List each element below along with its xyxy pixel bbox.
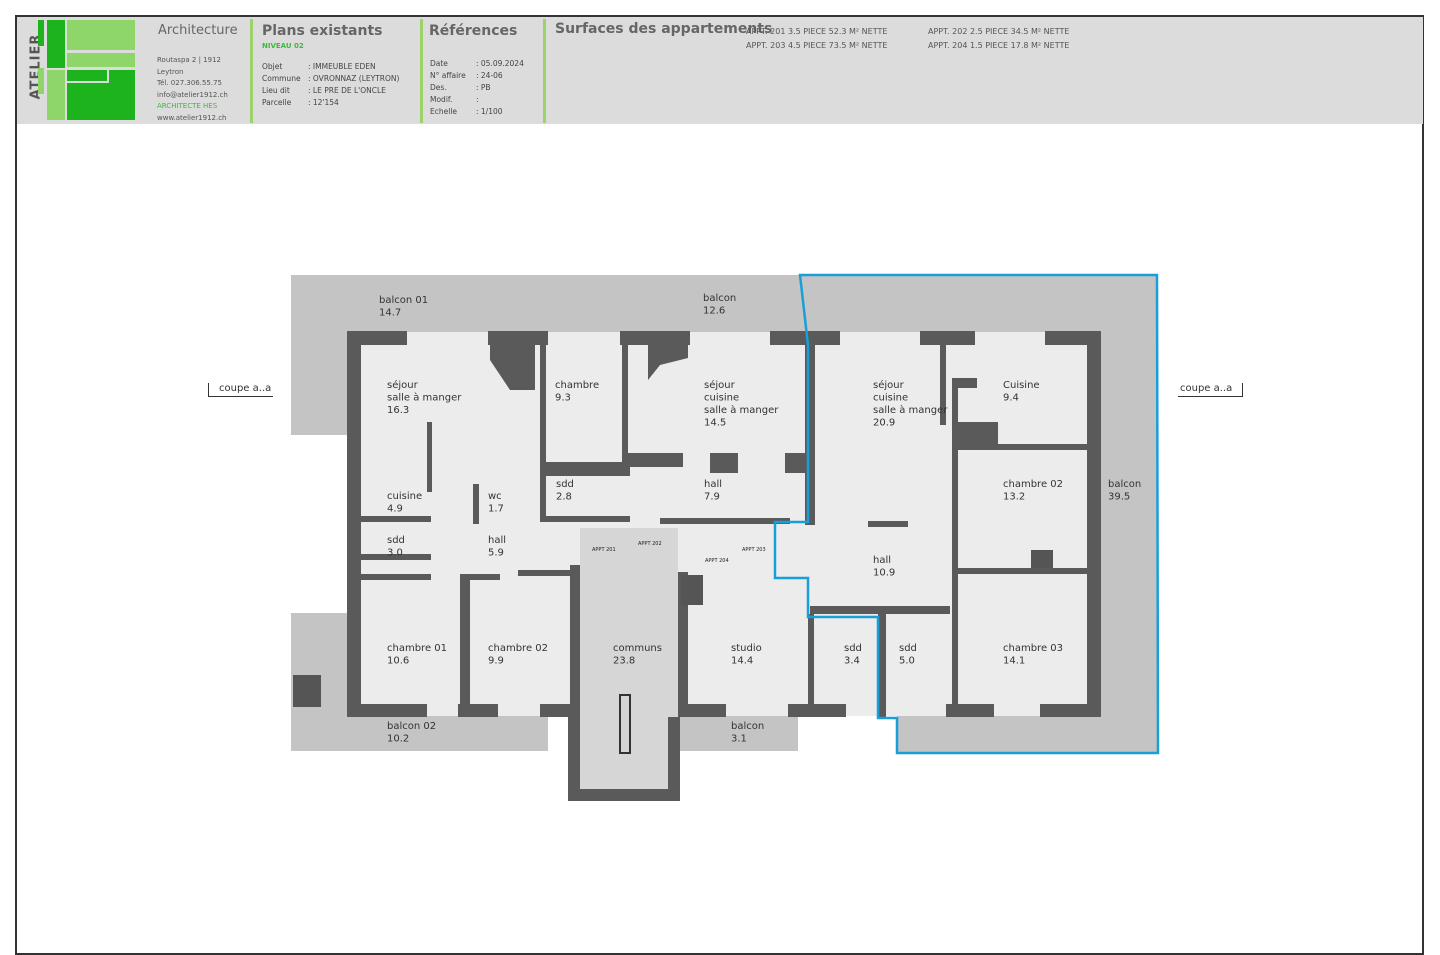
info-row: Lieu dit: LE PRE DE L'ONCLE: [262, 86, 386, 95]
phone: Tél. 027.306.55.75: [157, 79, 222, 87]
qualification: ARCHITECTE HES: [157, 102, 218, 110]
stair-handrail: [619, 694, 631, 754]
balcony-bottom-small: [680, 715, 798, 751]
plans-title: Plans existants: [262, 23, 383, 39]
email: info@atelier1912.ch: [157, 90, 228, 99]
common-stair-area: [580, 528, 678, 800]
title-block: ATELIER Architecture Routaspa 2 | 1912 L…: [17, 17, 1423, 124]
level: NIVEAU 02: [262, 42, 304, 50]
section-marker-right: coupe a..a: [1178, 383, 1244, 397]
info-row: Objet: IMMEUBLE EDEN: [262, 62, 376, 71]
surface-appt-202: APPT. 202 2.5 PIECE 34.5 M² NETTE: [928, 27, 1070, 36]
info-row: Des.: PB: [430, 83, 491, 92]
apartment-entry-marker: APPT 201: [592, 547, 616, 553]
info-row: Modif.:: [430, 95, 479, 104]
balcony-bottom-02: [291, 715, 548, 751]
office-title: Architecture: [158, 23, 238, 38]
info-row: Echelle: 1/100: [430, 107, 503, 116]
info-row: Parcelle: 12'154: [262, 98, 339, 107]
chimney-left: [293, 675, 321, 707]
references-title: Références: [429, 23, 518, 39]
balcony-right: [1100, 275, 1158, 753]
plans-info: Plans existants NIVEAU 02 Objet: IMMEUBL…: [254, 17, 417, 124]
surface-appt-201: APPT. 201 3.5 PIECE 52.3 M² NETTE: [746, 27, 888, 36]
balcony-left-top: [291, 275, 348, 435]
references: Références Date: 05.09.2024 N° affaire: 2…: [424, 17, 544, 124]
chimney-studio: [681, 575, 703, 605]
surfaces-title: Surfaces des appartements: [555, 21, 773, 37]
address: Routaspa 2 | 1912 Leytron: [157, 56, 221, 76]
walls: [347, 331, 1101, 801]
logo: ATELIER: [17, 17, 142, 124]
surface-appt-204: APPT. 204 1.5 PIECE 17.8 M² NETTE: [928, 41, 1070, 50]
chimney-right: [1031, 550, 1053, 568]
balcony-top: [291, 275, 1158, 332]
apartment-entry-marker: APPT 202: [638, 541, 662, 547]
surfaces: Surfaces des appartements APPT. 201 3.5 …: [547, 17, 1417, 124]
apartment-entry-marker: APPT 203: [742, 547, 766, 553]
apartment-203-outline: [773, 273, 1160, 755]
info-row: Date: 05.09.2024: [430, 59, 524, 68]
office-info: Architecture Routaspa 2 | 1912 Leytron T…: [147, 17, 247, 124]
balcony-bottom-right: [897, 715, 1158, 753]
balconies: [291, 275, 1158, 753]
apartment-entry-marker: APPT 204: [705, 558, 729, 564]
info-row: N° affaire: 24-06: [430, 71, 503, 80]
section-marker-left: coupe a..a: [208, 383, 274, 397]
info-row: Commune: OVRONNAZ (LEYTRON): [262, 74, 400, 83]
website: www.atelier1912.ch: [157, 113, 227, 122]
surface-appt-203: APPT. 203 4.5 PIECE 73.5 M² NETTE: [746, 41, 888, 50]
